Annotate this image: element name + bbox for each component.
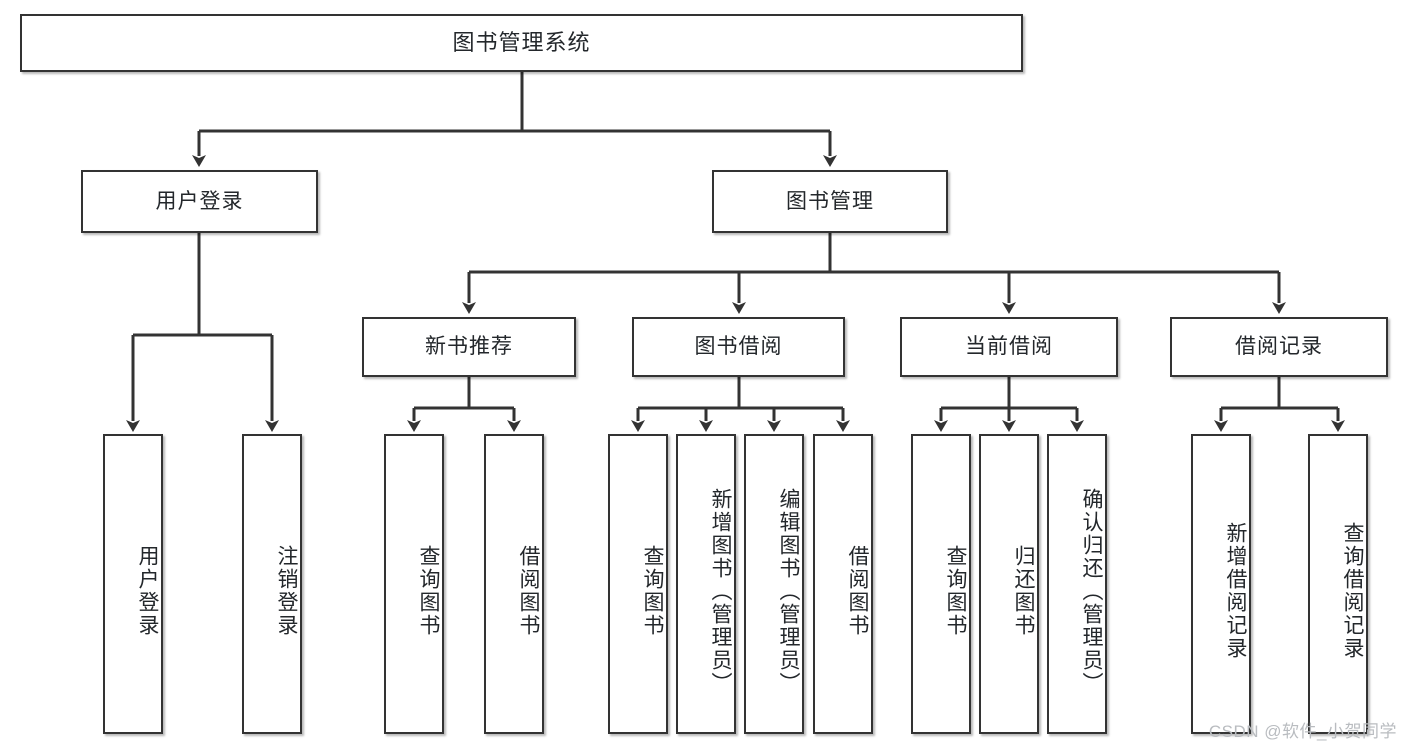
leaf-label: 新增借阅记录 [1224,522,1247,660]
leaf-label: 查询图书 [944,545,967,637]
leaf-borrow-record-query[interactable]: 查询借阅记录 [1308,434,1368,734]
leaf-label: 用户登录 [136,545,159,637]
node-label: 新书推荐 [425,335,513,359]
node-label: 图书管理 [786,189,874,213]
node-label: 当前借阅 [965,335,1053,359]
leaf-book-borrow-borrow[interactable]: 借阅图书 [813,434,873,734]
leaf-label: 借阅图书 [517,545,540,637]
leaf-new-book-borrow[interactable]: 借阅图书 [484,434,544,734]
leaf-current-borrow-query[interactable]: 查询图书 [911,434,971,734]
leaf-user-login-login[interactable]: 用户登录 [103,434,163,734]
leaf-label: 确认归还（管理员） [1080,487,1103,695]
leaf-label: 新增图书（管理员） [709,487,732,695]
node-label: 图书管理系统 [452,29,591,55]
leaf-label: 借阅图书 [846,545,869,637]
leaf-current-borrow-return[interactable]: 归还图书 [979,434,1039,734]
leaf-book-borrow-query[interactable]: 查询图书 [608,434,668,734]
leaf-label: 查询图书 [417,545,440,637]
node-book-borrow[interactable]: 图书借阅 [632,317,845,377]
node-label: 借阅记录 [1235,335,1323,359]
node-new-book-recommend[interactable]: 新书推荐 [362,317,576,377]
leaf-new-book-query[interactable]: 查询图书 [384,434,444,734]
node-user-login[interactable]: 用户登录 [81,170,318,233]
node-current-borrow[interactable]: 当前借阅 [900,317,1118,377]
node-book-management[interactable]: 图书管理 [712,170,948,233]
leaf-borrow-record-add[interactable]: 新增借阅记录 [1191,434,1251,734]
node-label: 图书借阅 [694,335,783,359]
watermark: CSDN @软件_小贺同学 [1208,722,1397,741]
leaf-current-borrow-confirm-return[interactable]: 确认归还（管理员） [1047,434,1107,734]
leaf-label: 查询图书 [641,545,664,637]
leaf-user-login-logout[interactable]: 注销登录 [242,434,302,734]
leaf-book-borrow-edit[interactable]: 编辑图书（管理员） [744,434,804,734]
leaf-book-borrow-add[interactable]: 新增图书（管理员） [676,434,736,734]
leaf-label: 编辑图书（管理员） [777,487,800,695]
leaf-label: 注销登录 [275,545,298,637]
node-label: 用户登录 [155,189,244,213]
node-root-system[interactable]: 图书管理系统 [20,14,1023,72]
node-borrow-record[interactable]: 借阅记录 [1170,317,1388,377]
leaf-label: 归还图书 [1012,545,1035,637]
leaf-label: 查询借阅记录 [1341,522,1364,660]
